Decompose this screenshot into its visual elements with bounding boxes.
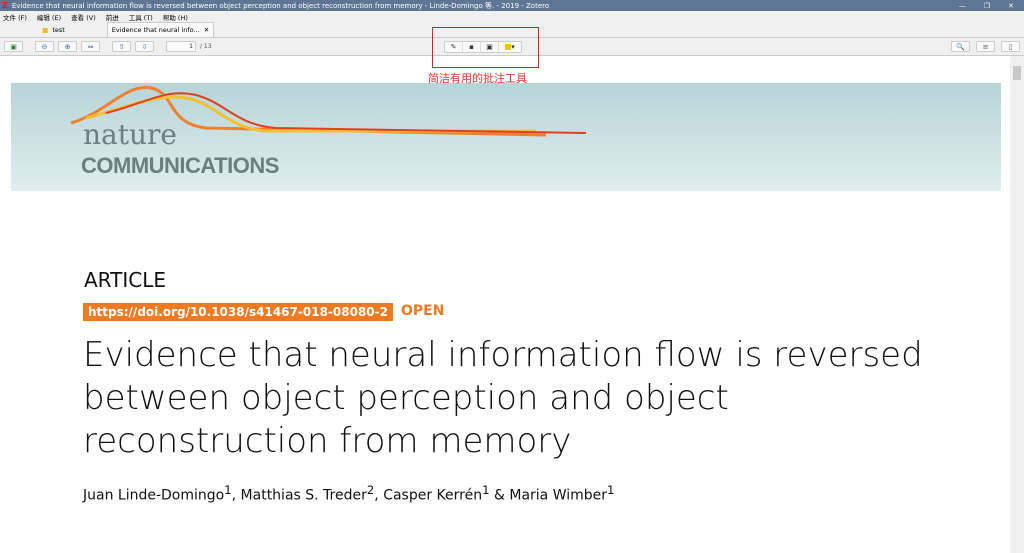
search-button[interactable]: 🔍 xyxy=(951,41,970,52)
outline-button[interactable]: ≡ xyxy=(976,41,995,52)
separator: , xyxy=(374,487,384,504)
menu-help[interactable]: 帮助 (H) xyxy=(162,13,188,22)
affiliation: 1 xyxy=(607,483,615,497)
author: Casper Kerrén xyxy=(383,487,483,504)
vertical-scrollbar[interactable] xyxy=(1010,56,1024,553)
menu-tools[interactable]: 工具 (T) xyxy=(128,13,153,22)
annotation-caption: 简洁有用的批注工具 xyxy=(428,72,527,85)
page-count: / 13 xyxy=(200,43,212,50)
tab-bar: ■test Evidence that neural info...✕ xyxy=(0,22,1024,38)
doi-link[interactable]: https://doi.org/10.1038/s41467-018-08080… xyxy=(83,303,393,321)
author: Maria Wimber xyxy=(509,487,608,504)
tab-library[interactable]: ■test xyxy=(0,22,107,37)
title-bar: Z Evidence that neural information flow … xyxy=(0,0,1024,11)
tab-reader[interactable]: Evidence that neural info...✕ xyxy=(107,22,214,37)
yellow-swatch-icon xyxy=(505,44,512,50)
menu-go[interactable]: 前进 xyxy=(105,13,119,22)
zoom-in-button[interactable]: ⊕ xyxy=(58,41,77,52)
menu-edit[interactable]: 编辑 (E) xyxy=(36,13,62,22)
annotation-tools: ✎ ▪ ▣ ▾ xyxy=(444,41,522,53)
open-access-label: OPEN xyxy=(401,303,445,319)
reader-toolbar: ▣ ⊖ ⊕ ⇔ ⇧ ⇩ 1 / 13 ✎ ▪ ▣ ▾ 🔍 ≡ ▯ xyxy=(0,38,1024,56)
journal-banner: nature COMMUNICATIONS xyxy=(11,83,1001,191)
close-tab-icon[interactable]: ✕ xyxy=(203,26,210,34)
window-title: Evidence that neural information flow is… xyxy=(11,1,550,10)
affiliation: 2 xyxy=(366,483,375,497)
note-icon[interactable]: ▪ xyxy=(463,42,481,52)
toggle-sidebar-button[interactable]: ▣ xyxy=(4,41,23,52)
paper-title: Evidence that neural information flow is… xyxy=(83,335,923,461)
wave-logo-icon xyxy=(70,85,587,137)
page-number-input[interactable]: 1 xyxy=(166,41,196,52)
author-list: Juan Linde-Domingo1, Matthias S. Treder2… xyxy=(83,483,614,504)
close-button[interactable]: ✕ xyxy=(1008,1,1014,10)
page-view-button[interactable]: ▯ xyxy=(1001,41,1020,52)
menu-view[interactable]: 查看 (V) xyxy=(71,13,96,22)
scrollbar-thumb[interactable] xyxy=(1013,66,1021,80)
author: Matthias S. Treder xyxy=(240,487,367,504)
area-select-icon[interactable]: ▣ xyxy=(481,42,499,52)
menu-file[interactable]: 文件 (F) xyxy=(3,13,27,22)
folder-icon: ■ xyxy=(42,25,49,34)
annotation-highlight-box xyxy=(432,27,539,68)
maximize-button[interactable]: ❐ xyxy=(983,1,991,10)
color-picker-button[interactable]: ▾ xyxy=(499,42,521,52)
tab-label: Evidence that neural info... xyxy=(111,26,200,34)
affiliation: 1 xyxy=(224,483,232,497)
pdf-page: nature COMMUNICATIONS ARTICLE https://do… xyxy=(11,56,1001,553)
minimize-button[interactable]: — xyxy=(958,1,966,10)
menu-bar: 文件 (F) 编辑 (E) 查看 (V) 前进 工具 (T) 帮助 (H) xyxy=(0,11,1024,22)
pen-icon[interactable]: ✎ xyxy=(445,42,463,52)
next-page-button[interactable]: ⇩ xyxy=(135,41,154,52)
pdf-viewer[interactable]: nature COMMUNICATIONS ARTICLE https://do… xyxy=(0,56,1024,553)
separator: , xyxy=(231,487,241,504)
zotero-logo-icon: Z xyxy=(2,1,8,10)
author: Juan Linde-Domingo xyxy=(83,487,225,504)
previous-page-button[interactable]: ⇧ xyxy=(112,41,131,52)
article-type: ARTICLE xyxy=(84,268,166,292)
journal-name-bottom: COMMUNICATIONS xyxy=(81,153,279,178)
fit-width-button[interactable]: ⇔ xyxy=(81,41,100,52)
separator: & xyxy=(489,487,510,504)
affiliation: 1 xyxy=(482,483,490,497)
zoom-out-button[interactable]: ⊖ xyxy=(35,41,54,52)
tab-label: test xyxy=(52,25,65,34)
journal-name-top: nature xyxy=(83,118,177,151)
